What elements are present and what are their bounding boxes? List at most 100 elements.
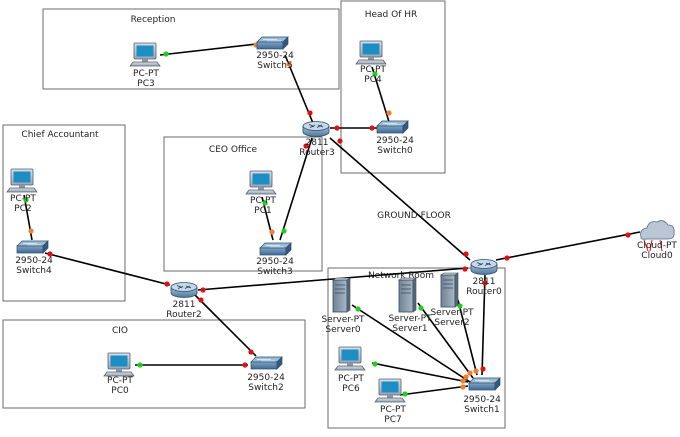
device-pc1[interactable]: PC-PT PC1 [245, 170, 277, 216]
device-name-label: Switch5 [257, 61, 292, 71]
light-router0-switch1 [482, 280, 488, 286]
light-switch1-server2 [473, 368, 479, 374]
switch-icon [250, 356, 283, 370]
device-server0[interactable]: Server-PT Server0 [321, 277, 365, 335]
device-server1[interactable]: Server-PT Server1 [388, 277, 432, 334]
link-router2-router0[interactable] [197, 267, 469, 291]
light-server2 [457, 303, 463, 309]
link-router3-router0[interactable] [329, 137, 471, 261]
link-pc7-switch1[interactable] [399, 385, 469, 396]
room-network-room-box [327, 267, 506, 429]
cloud-icon [640, 220, 675, 240]
device-model-label: 2811 [173, 300, 196, 310]
device-switch4[interactable]: 2950-24 Switch4 [15, 240, 53, 276]
pc-icon [6, 168, 38, 193]
switch-icon [468, 377, 501, 391]
light-pc0 [137, 362, 143, 368]
device-switch1[interactable]: 2950-24 Switch1 [463, 377, 501, 415]
device-model-label: 2950-24 [256, 257, 294, 267]
device-name-label: PC2 [14, 204, 31, 214]
switch-icon [256, 36, 289, 50]
device-model-label: 2811 [306, 138, 329, 148]
link-switch4-router2[interactable] [44, 252, 171, 286]
device-pc4[interactable]: PC-PT PC4 [355, 40, 387, 85]
device-name-label: PC7 [384, 415, 401, 425]
link-pc4-switch0[interactable] [371, 66, 391, 126]
device-name-label: PC0 [111, 386, 129, 396]
device-model-label: Server-PT [388, 314, 432, 324]
pc-icon [245, 170, 277, 195]
device-model-label: PC-PT [380, 405, 406, 415]
link-status-lights [23, 42, 631, 397]
light-router3-switch5 [307, 110, 313, 116]
device-switch2[interactable]: 2950-24 Switch2 [247, 356, 285, 393]
device-model-label: PC-PT [360, 65, 386, 75]
device-model-label: 2811 [473, 277, 496, 287]
link-router0-switch1[interactable] [481, 274, 486, 376]
link-switch5-router3[interactable] [284, 54, 316, 129]
link-server2-switch1[interactable] [457, 299, 478, 376]
light-switch2-pc0 [242, 362, 248, 368]
device-name-label: Switch4 [16, 266, 52, 276]
room-ceo-office-box [163, 136, 323, 272]
device-model-label: 2950-24 [247, 373, 285, 383]
device-router2[interactable]: 2811 Router2 [166, 282, 202, 321]
device-pc7[interactable]: PC-PT PC7 [374, 378, 406, 425]
device-pc2[interactable]: PC-PT PC2 [6, 168, 38, 214]
link-pc6-switch1[interactable] [371, 362, 469, 383]
light-server1 [418, 305, 424, 311]
server-icon [398, 277, 417, 313]
device-model-label: PC-PT [10, 194, 36, 204]
light-router2-switch4 [164, 281, 170, 287]
device-switch0[interactable]: 2950-24 Switch0 [376, 120, 414, 156]
device-name-label: PC4 [364, 75, 382, 85]
light-router0-cloud0 [504, 255, 510, 261]
device-name-label: Server2 [434, 318, 469, 328]
light-pc2 [23, 197, 29, 203]
device-model-label: 2950-24 [376, 136, 414, 146]
device-name-label: Router3 [299, 148, 335, 158]
link-server0-switch1[interactable] [351, 304, 471, 383]
device-name-label: PC6 [342, 384, 360, 394]
light-switch4-pc2 [28, 228, 34, 234]
device-pc0[interactable]: PC-PT PC0 [103, 352, 135, 396]
room-title-cio: CIO [112, 326, 128, 336]
light-switch2-router2 [248, 349, 254, 355]
room-title-ceo-office: CEO Office [209, 145, 258, 155]
device-model-label: PC-PT [133, 69, 159, 79]
device-switch5[interactable]: 2950-24 Switch5 [256, 36, 294, 71]
light-router2-router0 [200, 287, 206, 293]
ground-floor-label: GROUND FLOOR [377, 211, 451, 221]
device-switch3[interactable]: 2950-24 Switch3 [256, 242, 294, 277]
device-server2[interactable]: Server-PT Server2 [430, 272, 474, 328]
device-pc3[interactable]: PC-PT PC3 [129, 42, 161, 89]
link-server1-switch1[interactable] [417, 302, 474, 379]
pc-icon [355, 40, 387, 65]
light-router3-router0 [337, 138, 343, 144]
link-pc3-switch5[interactable] [159, 43, 258, 56]
device-router0[interactable]: 2811 Router0 [466, 259, 502, 298]
device-model-label: PC-PT [338, 374, 364, 384]
pc-icon [129, 42, 161, 67]
router-icon [470, 259, 498, 275]
light-router2-switch2 [198, 297, 204, 303]
room-title-network-room: Network Room [368, 271, 434, 281]
device-model-label: PC-PT [250, 196, 276, 206]
device-name-label: Cloud0 [641, 251, 673, 261]
device-cloud0[interactable]: Cloud-PT Cloud0 [637, 220, 677, 261]
link-router2-switch2[interactable] [194, 294, 257, 357]
light-switch5-router3 [286, 61, 292, 67]
link-router3-switch3[interactable] [279, 137, 313, 241]
device-name-label: PC3 [137, 79, 154, 89]
light-pc1 [262, 200, 268, 206]
device-name-label: Router2 [166, 310, 202, 320]
device-pc6[interactable]: PC-PT PC6 [334, 346, 366, 394]
device-name-label: Server0 [325, 325, 361, 335]
device-router3[interactable]: 2811 Router3 [299, 121, 335, 159]
light-switch0-pc4 [386, 110, 392, 116]
pc-icon [334, 346, 366, 371]
light-switch1-server0 [463, 374, 469, 380]
link-router0-cloud0[interactable] [495, 231, 641, 261]
light-server0 [355, 306, 361, 312]
